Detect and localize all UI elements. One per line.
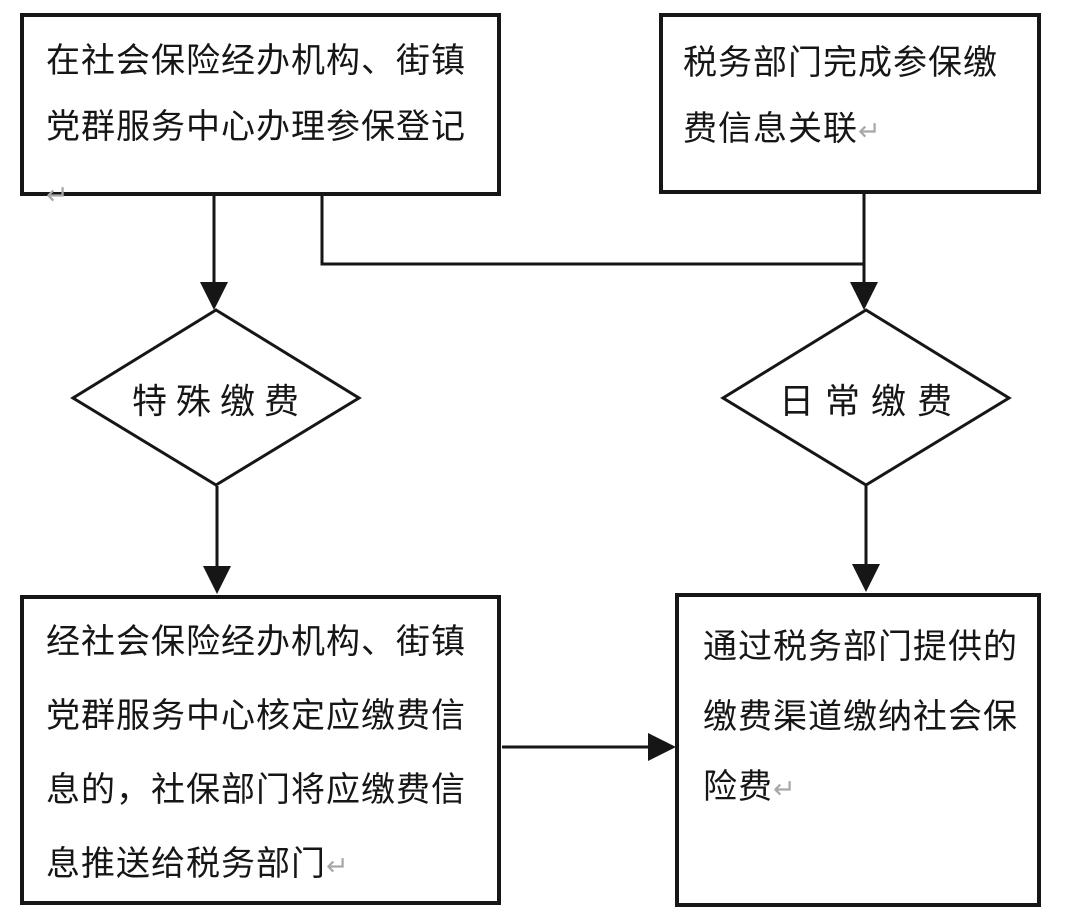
- process-box-register: 在社会保险经办机构、街镇党群服务中心办理参保登记 ↵: [20, 13, 501, 210]
- paragraph-return-mark: ↵: [858, 116, 881, 146]
- process-box-verify-push: 经社会保险经办机构、街镇党群服务中心核定应缴费信息的，社保部门将应缴费信息推送给…: [20, 595, 501, 905]
- process-box-pay-channel: 通过税务部门提供的缴费渠道缴纳社会保险费↵: [675, 593, 1041, 907]
- paragraph-return-mark: ↵: [326, 851, 349, 881]
- arrow-taxlink-to-daily-head: [850, 282, 878, 310]
- process-box-tax-link: 税务部门完成参保缴费信息关联↵: [659, 13, 1041, 194]
- process-box-pay-channel-text: 通过税务部门提供的缴费渠道缴纳社会保险费: [703, 628, 1018, 806]
- process-box-register-text: 在社会保险经办机构、街镇党群服务中心办理参保登记: [46, 42, 466, 146]
- process-box-tax-link-text: 税务部门完成参保缴费信息关联: [683, 44, 998, 148]
- arrow-register-to-special-head: [200, 282, 228, 310]
- paragraph-return-mark: ↵: [773, 774, 796, 804]
- decision-special-label: 特殊缴费: [131, 382, 309, 422]
- arrow-special-to-verify-head: [203, 566, 231, 594]
- process-box-verify-push-text: 经社会保险经办机构、街镇党群服务中心核定应缴费信息的，社保部门将应缴费信息推送给…: [46, 623, 466, 883]
- decision-daily-label: 日常缴费: [778, 382, 964, 422]
- paragraph-return-mark: ↵: [46, 180, 69, 210]
- elbow-register-to-daily: [320, 196, 864, 266]
- arrow-daily-to-pay-head: [852, 564, 880, 592]
- arrow-verify-to-pay-head: [648, 733, 676, 761]
